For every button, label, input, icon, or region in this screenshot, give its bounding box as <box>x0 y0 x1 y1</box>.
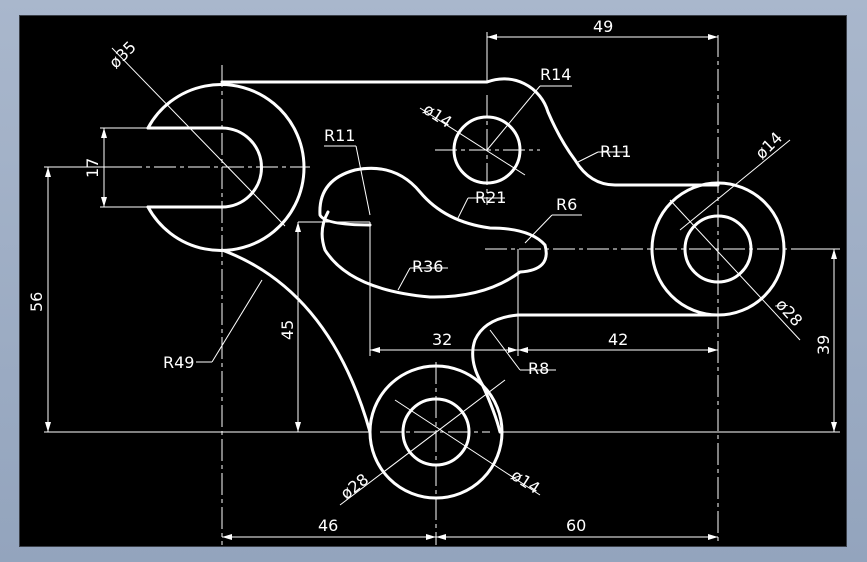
arrow-45-bottom <box>295 422 301 432</box>
label-d14-right: ø14 <box>751 128 786 163</box>
dim-d28-bottom-line <box>339 379 506 506</box>
label-d14-bottom: ø14 <box>508 465 544 497</box>
arrow-46-right <box>426 534 436 540</box>
outline-fork-slot <box>146 126 224 209</box>
arrow-39-top <box>831 249 837 259</box>
dim-r36-leader <box>397 267 411 291</box>
dim-d28-right-line <box>669 199 801 341</box>
label-56: 56 <box>27 292 46 312</box>
arrow-42-left <box>518 347 528 353</box>
arrow-32-left <box>370 347 380 353</box>
dim-r21-leader <box>457 197 469 219</box>
label-42: 42 <box>608 330 628 349</box>
label-45: 45 <box>278 320 297 340</box>
dim-d14-top-line <box>419 107 526 176</box>
arrow-42-right <box>708 347 718 353</box>
dim-r14-leader <box>486 85 541 151</box>
dimension-lines <box>44 32 840 538</box>
label-r11-left: R11 <box>324 126 355 145</box>
label-49: 49 <box>593 17 613 36</box>
arrow-32-right <box>508 347 518 353</box>
arrow-45-top <box>295 222 301 232</box>
center-lines <box>120 35 805 545</box>
outline-r49-arc <box>220 248 372 434</box>
dim-d35-line <box>111 47 286 227</box>
arrow-49-left <box>487 34 497 40</box>
arrow-56-bottom <box>45 422 51 432</box>
label-17: 17 <box>83 158 102 178</box>
dim-r11-right-leader <box>577 151 599 163</box>
outline-fork-outer-arc <box>146 83 306 252</box>
outline-lower-right-edge <box>471 313 720 434</box>
part-outline <box>146 77 786 500</box>
arrow-17-top <box>101 128 107 138</box>
dim-r6-leader <box>524 214 553 244</box>
label-32: 32 <box>432 330 452 349</box>
arrow-60-right <box>708 534 718 540</box>
dim-d14-right-line <box>679 139 791 231</box>
dim-d14-bottom-line <box>394 399 541 496</box>
label-r36: R36 <box>412 257 443 276</box>
label-r11-right: R11 <box>600 142 631 161</box>
label-r14: R14 <box>540 65 571 84</box>
label-r6: R6 <box>556 195 577 214</box>
label-60: 60 <box>566 516 586 535</box>
arrow-17-bottom <box>101 197 107 207</box>
label-r49: R49 <box>163 353 194 372</box>
outline-curved-slot <box>318 166 548 299</box>
arrow-56-top <box>45 167 51 177</box>
label-46: 46 <box>318 516 338 535</box>
label-d35: ø35 <box>105 37 140 72</box>
dim-r8-leader <box>489 329 521 371</box>
arrow-60-left <box>436 534 446 540</box>
arrow-46-left <box>222 534 232 540</box>
label-d28-right: ø28 <box>772 295 806 330</box>
arrowheads <box>45 34 837 540</box>
arrow-49-right <box>708 34 718 40</box>
label-r21: R21 <box>475 188 506 207</box>
label-r8: R8 <box>528 359 549 378</box>
dimension-labels: ø35 17 56 49 R14 ø14 R11 R11 R21 R6 ø14 … <box>27 17 833 535</box>
arrow-39-bottom <box>831 422 837 432</box>
dim-r49-leader <box>211 279 263 363</box>
outline-top-edge <box>220 77 720 187</box>
dim-r11-left-leader <box>355 145 371 216</box>
label-39: 39 <box>814 335 833 355</box>
label-d28-bottom: ø28 <box>337 470 372 504</box>
